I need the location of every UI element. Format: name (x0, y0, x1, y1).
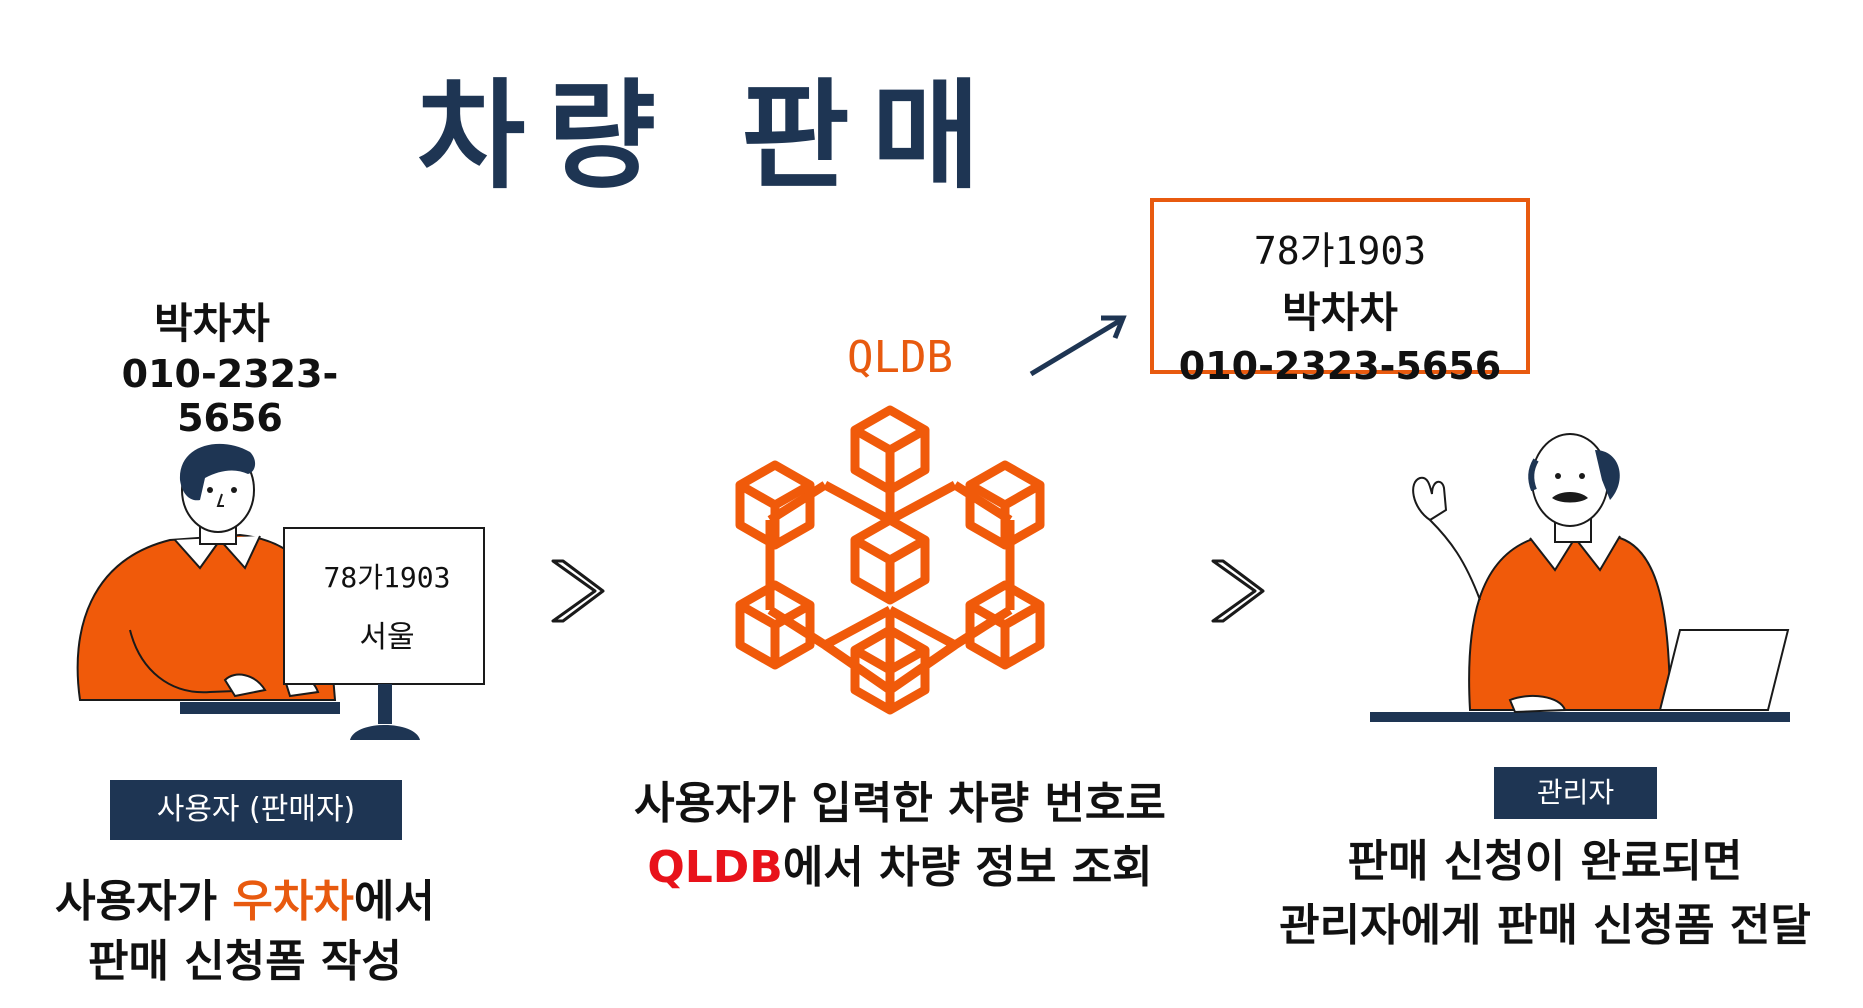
chevron-right-icon (551, 559, 605, 623)
user-phone: 010-2323-5656 (121, 352, 339, 440)
arrow-up-right-icon (1029, 315, 1127, 377)
monitor-city: 서울 (359, 620, 415, 655)
qldb-caption: 사용자가 입력한 차량 번호로 QLDB에서 차량 정보 조회 (634, 778, 1166, 893)
vehicle-info-card: 78가1903 박차차 010-2323-5656 (1150, 198, 1530, 388)
seller-illustration (76, 443, 485, 740)
admin-caption: 판매 신청이 완료되면 관리자에게 판매 신청폼 전달 (1279, 836, 1811, 951)
card-plate: 78가1903 (1253, 229, 1427, 273)
monitor-plate: 78가1903 (323, 561, 451, 594)
seller-caption: 사용자가 우차차에서 판매 신청폼 작성 (55, 876, 435, 987)
blockchain-icon (735, 405, 1045, 715)
chevron-right-icon (1211, 559, 1265, 623)
user-name: 박차차 (154, 299, 270, 348)
qldb-label: QLDB (847, 332, 953, 383)
page-title: 차량 판매 (416, 67, 1003, 205)
admin-role-badge: 관리자 (1494, 767, 1657, 819)
admin-illustration (1370, 433, 1790, 722)
card-name: 박차차 (1282, 288, 1398, 337)
card-phone: 010-2323-5656 (1178, 344, 1502, 388)
seller-role-badge: 사용자 (판매자) (110, 780, 402, 840)
